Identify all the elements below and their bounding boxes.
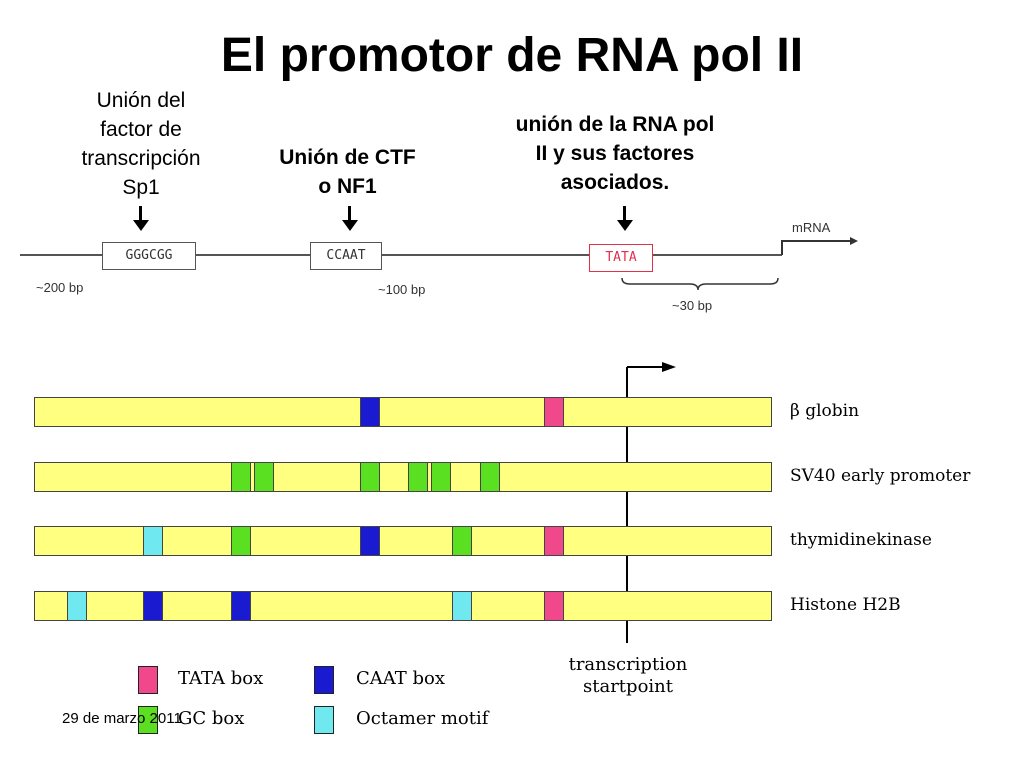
gene-name-label: Histone H2B [790, 595, 901, 615]
arrow-down-icon [133, 206, 149, 231]
annotation-ctf-line: o NF1 [318, 175, 377, 198]
gc-box-sequence: GGGCGG [102, 242, 196, 270]
gene-bar [34, 397, 772, 427]
legend-swatch-tata [138, 666, 158, 694]
promoter-element-octamer [452, 592, 472, 620]
promoter-element-tata [544, 527, 564, 555]
promoter-line-diagram [20, 237, 858, 291]
annotation-rnapol: unión de la RNA pol II y sus factores as… [480, 110, 750, 197]
promoter-element-gc [254, 463, 274, 491]
annotation-rnapol-line: asociados. [560, 171, 670, 194]
gene-name-label: thymidinekinase [790, 530, 932, 550]
annotation-ctf: Unión de CTF o NF1 [255, 143, 440, 201]
tata-box-sequence: TATA [589, 244, 653, 272]
bp30-brace [621, 277, 779, 291]
slide-date: 29 de marzo 2011 [62, 710, 182, 727]
annotation-rnapol-line: unión de la RNA pol [515, 113, 715, 136]
promoter-element-caat [143, 592, 163, 620]
promoter-element-gc [480, 463, 500, 491]
bp200-label: ~200 bp [36, 280, 84, 295]
gene-bar [34, 462, 772, 492]
promoter-element-gc [360, 463, 380, 491]
bp100-label: ~100 bp [378, 282, 426, 297]
startpoint-label-line: startpoint [583, 676, 673, 697]
gene-bar [34, 591, 772, 621]
gene-name-label: β globin [790, 401, 860, 421]
promoter-element-gc [452, 527, 472, 555]
promoter-element-octamer [67, 592, 87, 620]
startpoint-label-line: transcription [568, 654, 688, 675]
startpoint-label: transcription startpoint [558, 654, 698, 698]
bp30-label: ~30 bp [672, 298, 713, 313]
promoter-element-tata [544, 398, 564, 426]
gene-name-label: SV40 early promoter [790, 466, 971, 486]
promoter-element-tata [544, 592, 564, 620]
promoter-element-gc [231, 527, 251, 555]
arrow-down-icon [617, 206, 633, 231]
promoter-element-caat [360, 527, 380, 555]
legend-swatch-caat [314, 666, 334, 694]
promoter-element-gc [231, 463, 251, 491]
annotation-sp1: Unión del factor de transcripción Sp1 [56, 86, 226, 202]
promoter-element-gc [408, 463, 428, 491]
promoter-element-octamer [143, 527, 163, 555]
gene-bar [34, 526, 772, 556]
legend-swatch-gc [138, 706, 158, 734]
legend-label-gc: GC box [178, 708, 245, 729]
annotation-sp1-line: transcripción [81, 147, 201, 170]
caat-box-sequence: CCAAT [310, 242, 382, 270]
mrna-arrow-line [781, 240, 850, 255]
arrow-down-icon [342, 206, 358, 231]
annotation-ctf-line: Unión de CTF [279, 146, 416, 169]
legend-label-tata: TATA box [178, 668, 264, 689]
annotation-sp1-line: Sp1 [122, 176, 160, 199]
mrna-arrowhead-icon [850, 237, 858, 245]
promoter-element-caat [360, 398, 380, 426]
legend-swatch-octamer [314, 706, 334, 734]
legend-label-caat: CAAT box [356, 668, 446, 689]
page-title: El promotor de RNA pol II [220, 29, 804, 82]
startpoint-arrowhead-icon [662, 362, 676, 372]
legend-label-octamer: Octamer motif [356, 708, 489, 729]
mrna-label: mRNA [792, 220, 831, 235]
annotation-sp1-line: Unión del [96, 89, 186, 112]
annotation-sp1-line: factor de [100, 118, 182, 141]
annotation-rnapol-line: II y sus factores [535, 142, 695, 165]
promoter-element-caat [231, 592, 251, 620]
promoter-element-gc [431, 463, 451, 491]
